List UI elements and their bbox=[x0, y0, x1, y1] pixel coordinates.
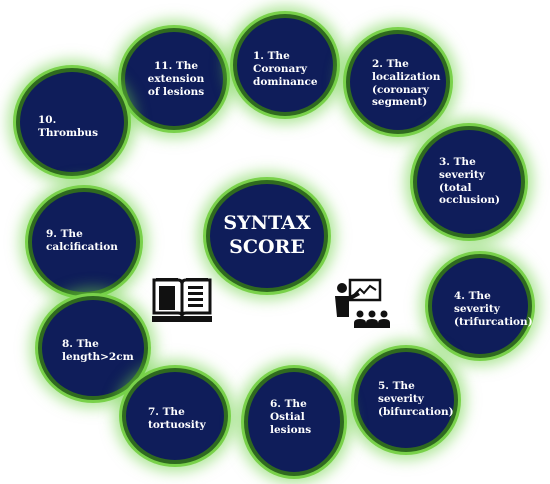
item-5-bifurcation: 5. The severity (bifurcation) bbox=[354, 348, 458, 452]
item-10-label: 10. Thrombus bbox=[38, 114, 98, 139]
item-11-label: 11. The extension of lesions bbox=[147, 60, 205, 98]
item-7-tortuosity: 7. The tortuosity bbox=[122, 368, 228, 464]
item-9-label: 9. The calcification bbox=[46, 228, 118, 253]
item-4-label: 4. The severity (trifurcation) bbox=[454, 290, 533, 328]
item-11-extension-of-lesions: 11. The extension of lesions bbox=[121, 28, 227, 130]
item-8-label: 8. The length>2cm bbox=[62, 338, 134, 363]
item-4-trifurcation: 4. The severity (trifurcation) bbox=[428, 254, 533, 358]
syntax-score-center: SYNTAX SCORE bbox=[206, 180, 328, 292]
item-10-thrombus: 10. Thrombus bbox=[16, 68, 128, 176]
item-3-label: 3. The severity (total occlusion) bbox=[439, 156, 500, 207]
item-7-label: 7. The tortuosity bbox=[148, 406, 206, 431]
item-8-length: 8. The length>2cm bbox=[38, 296, 148, 400]
item-9-calcification: 9. The calcification bbox=[28, 188, 140, 296]
item-1-coronary-dominance: 1. The Coronary dominance bbox=[233, 14, 337, 116]
item-2-label: 2. The localization (coronary segment) bbox=[372, 58, 441, 109]
item-5-label: 5. The severity (bifurcation) bbox=[378, 380, 454, 418]
item-1-label: 1. The Coronary dominance bbox=[253, 50, 318, 88]
item-6-ostial-lesions: 6. The Ostial lesions bbox=[244, 368, 344, 476]
teacher-icon bbox=[335, 278, 390, 328]
item-3-total-occlusion: 3. The severity (total occlusion) bbox=[413, 126, 525, 238]
item-6-label: 6. The Ostial lesions bbox=[270, 398, 312, 436]
book-icon bbox=[152, 278, 212, 322]
item-2-localization: 2. The localization (coronary segment) bbox=[346, 30, 450, 134]
